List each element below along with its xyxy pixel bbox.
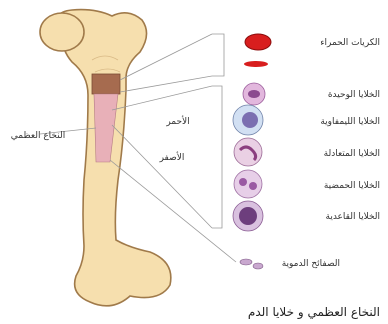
red-cells-group: الكريات الحمراء: [244, 34, 380, 67]
marrow-label: النخاع العظمي: [11, 131, 65, 141]
red-marrow-label: الأحمر: [165, 115, 189, 127]
white-cell-item: الخلايا الحمضية: [234, 170, 380, 198]
red-cell-icon: [245, 34, 271, 50]
yellow-marrow-label: الأصفر: [159, 151, 185, 163]
diagram-caption: النخاع العظمي و خلايا الدم: [248, 305, 380, 320]
neutrophil-icon: [234, 138, 262, 166]
platelets-label: الصفائح الدموية: [282, 259, 340, 269]
femur-outline: [58, 10, 171, 306]
white-cell-item: الخلايا المتعادلة: [234, 138, 380, 166]
white-cell-item: الخلايا القاعدية: [233, 201, 380, 231]
red-cells-label: الكريات الحمراء: [320, 38, 380, 48]
white-cell-label: الخلايا القاعدية: [326, 212, 381, 222]
white-cell-item: الخلايا الليمفاوية: [233, 105, 380, 135]
platelet-icon: [253, 263, 263, 269]
platelet-icon: [240, 259, 252, 265]
white-cell-label: الخلايا الوحيدة: [328, 90, 380, 100]
white-cell-item: الخلايا الوحيدة: [243, 83, 380, 105]
red-marrow-band: [92, 74, 120, 94]
eosinophil-icon: [234, 170, 262, 198]
platelets-group: الصفائح الدموية: [240, 259, 340, 269]
red-cell-side-icon: [244, 61, 268, 67]
white-cell-label: الخلايا المتعادلة: [324, 149, 380, 159]
white-cell-label: الخلايا الليمفاوية: [320, 117, 380, 127]
femur-head: [40, 13, 84, 51]
connector-lines: [40, 34, 236, 262]
white-cell-label: الخلايا الحمضية: [324, 181, 380, 191]
white-cells-group: الخلايا الوحيدة الخلايا الليمفاوية الخلا…: [233, 83, 380, 231]
